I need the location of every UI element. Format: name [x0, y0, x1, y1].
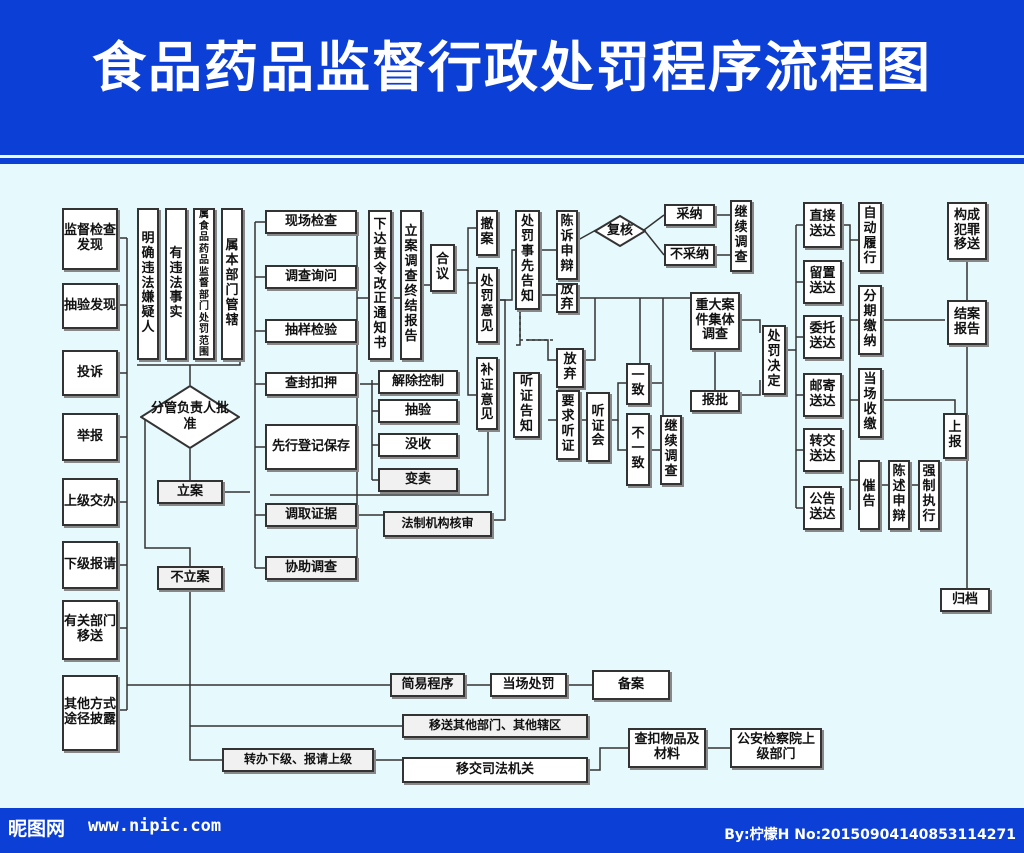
- case-filed: 立案: [157, 480, 223, 504]
- source-sampling: 抽验发现: [62, 283, 118, 329]
- step-sample-test: 抽样检验: [265, 319, 357, 343]
- site-url: www.nipic.com: [88, 816, 222, 836]
- step-preservation: 先行登记保存: [265, 424, 357, 470]
- file-record: 备案: [592, 670, 670, 700]
- statement-defense: 陈诉申辩: [556, 210, 578, 280]
- report-up: 上报: [943, 413, 967, 459]
- supplement-opinion: 补证意见: [476, 357, 498, 430]
- source-other-channels: 其他方式途径披露: [62, 675, 118, 751]
- criterion-scope: 属食品药品监督部门处罚范围: [193, 208, 215, 360]
- waive-1: 放弃: [556, 283, 578, 313]
- review-label: 复核: [606, 223, 633, 239]
- option-confiscate: 没收: [378, 433, 458, 457]
- criterion-facts: 有违法事实: [165, 208, 187, 360]
- simple-procedure: 简易程序: [390, 673, 465, 697]
- statement-defense-2: 陈述申辩: [888, 460, 910, 530]
- penalty-opinion: 处罚意见: [476, 267, 498, 343]
- delivery-forward: 转交送达: [803, 428, 842, 472]
- continue-investigation-1: 继续调查: [730, 200, 752, 272]
- step-seizure: 查封扣押: [265, 372, 357, 396]
- auto-fulfill: 自动履行: [858, 202, 882, 272]
- case-withdrawn: 撤案: [476, 210, 498, 256]
- source-department-transfer: 有关部门移送: [62, 600, 118, 660]
- closing-report: 结案报告: [947, 300, 987, 345]
- forward-lower-upper: 转办下级、报请上级: [222, 748, 374, 772]
- option-sample: 抽验: [378, 399, 458, 423]
- deliberation: 合议: [430, 244, 455, 292]
- waive-2: 放弃: [556, 348, 584, 388]
- page-title: 食品药品监督行政处罚程序流程图: [92, 36, 932, 99]
- step-assist: 协助调查: [265, 556, 357, 580]
- title-banner: [0, 0, 1024, 155]
- approval-diamond: [140, 385, 240, 449]
- inconsistent: 不一致: [626, 413, 650, 486]
- delivery-direct: 直接送达: [803, 202, 842, 248]
- on-site-collection: 当场收缴: [858, 368, 882, 438]
- transfer-judicial: 移交司法机关: [402, 757, 588, 783]
- source-report: 举报: [62, 413, 118, 461]
- criterion-jurisdiction: 属本部门管辖: [221, 208, 243, 360]
- adopt: 采纳: [664, 204, 715, 226]
- police-procuratorate: 公安检察院上级部门: [730, 728, 822, 768]
- option-sell: 变卖: [378, 468, 458, 492]
- transfer-other-departments: 移送其他部门、其他辖区: [402, 714, 588, 738]
- source-complaint: 投诉: [62, 350, 118, 396]
- legal-review: 法制机构核审: [383, 511, 492, 537]
- seized-items: 查扣物品及材料: [628, 728, 706, 768]
- installment: 分期缴纳: [858, 285, 882, 355]
- delivery-lien: 留置送达: [803, 260, 842, 304]
- archive: 归档: [940, 588, 990, 612]
- investigation-report: 立案调查终结报告: [400, 210, 422, 360]
- hearing-notice: 听证告知: [513, 372, 540, 438]
- credit-text: By:柠檬H No:20150904140853114271: [724, 827, 1016, 843]
- request-hearing: 要求听证: [556, 390, 580, 460]
- continue-investigation-2: 继续调查: [660, 415, 682, 485]
- major-case-review: 重大案件集体调查: [690, 292, 740, 350]
- crime-transfer: 构成犯罪移送: [947, 202, 987, 260]
- delivery-announce: 公告送达: [803, 486, 842, 530]
- hearing: 听证会: [586, 392, 610, 462]
- report-approval: 报批: [690, 390, 740, 412]
- on-site-penalty: 当场处罚: [490, 673, 567, 697]
- reminder: 催告: [858, 460, 880, 530]
- not-adopt: 不采纳: [664, 244, 715, 266]
- source-superior-assign: 上级交办: [62, 478, 118, 526]
- criterion-suspect: 明确违法嫌疑人: [137, 208, 159, 360]
- approval-label: 分管负责人批准: [150, 401, 229, 432]
- step-site-inspection: 现场检查: [265, 210, 357, 234]
- source-subordinate-request: 下级报请: [62, 541, 118, 589]
- footer-bar: [0, 808, 1024, 853]
- site-logo: 昵图网: [8, 818, 66, 840]
- penalty-decision: 处罚决定: [762, 325, 786, 395]
- step-inquiry: 调查询问: [265, 265, 357, 289]
- delivery-entrusted: 委托送达: [803, 315, 842, 359]
- prior-notice: 处罚事先告知: [515, 210, 540, 310]
- review-diamond: [594, 215, 646, 247]
- step-evidence: 调取证据: [265, 503, 357, 527]
- case-not-filed: 不立案: [157, 566, 223, 590]
- consistent: 一致: [626, 363, 650, 405]
- title-underline: [0, 158, 1024, 164]
- delivery-mail: 邮寄送达: [803, 373, 842, 417]
- source-inspection: 监督检查发现: [62, 208, 118, 270]
- option-release: 解除控制: [378, 370, 458, 394]
- rectification-notice: 下达责令改正通知书: [368, 210, 392, 360]
- enforcement: 强制执行: [918, 460, 940, 530]
